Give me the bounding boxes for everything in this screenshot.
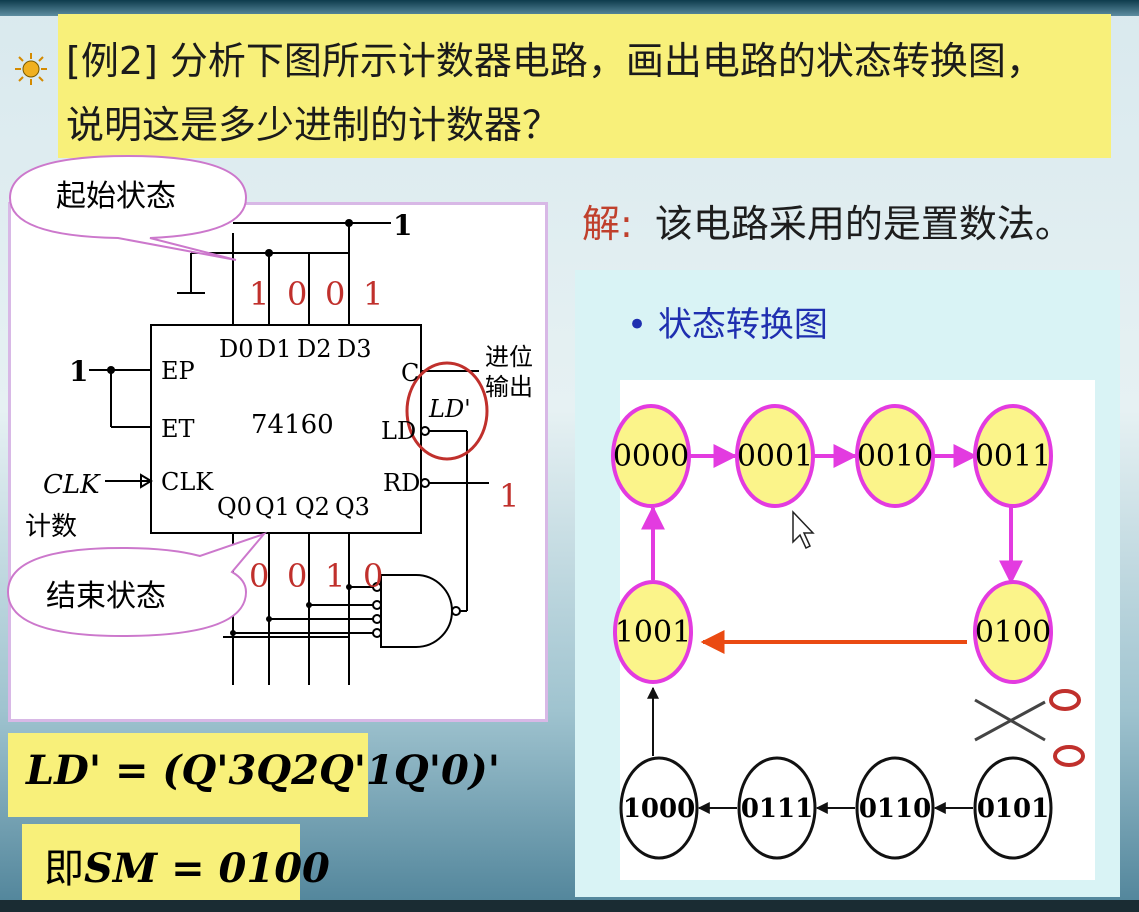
sm-formula-box: 即SM = 0100	[22, 824, 330, 900]
chip-label: 74160	[251, 410, 334, 440]
d1-value: 0	[287, 275, 307, 313]
pin-d0: D0	[219, 335, 254, 363]
q3-value: 0	[363, 557, 383, 595]
solution-label: 解:	[582, 202, 633, 246]
state-0111: 0111	[741, 794, 813, 824]
state-diagram-title: • 状态转换图	[627, 305, 828, 345]
sm-formula: 即SM = 0100	[44, 836, 330, 894]
pin-q0: Q0	[217, 493, 252, 521]
pin-clk: CLK	[161, 468, 214, 496]
state-1001: 1001	[615, 615, 691, 650]
state-0001: 0001	[737, 439, 813, 474]
sm-prefix: 即	[44, 846, 84, 892]
top-bar	[0, 0, 1139, 16]
scissors-icon	[974, 689, 1085, 767]
solution-body: 该电路采用的是置数法。	[654, 202, 1073, 246]
start-state-text: 起始状态	[56, 179, 176, 214]
ep-input-one: 1	[69, 355, 88, 388]
ld-formula: LD' = (Q'3Q2Q'1Q'0)'	[26, 747, 500, 794]
top-one: 1	[393, 209, 412, 242]
state-0011: 0011	[975, 439, 1051, 474]
pin-q1: Q1	[255, 493, 290, 521]
state-diagram-panel: • 状态转换图 0000 0001 0010	[575, 270, 1120, 897]
state-0110: 0110	[859, 794, 931, 824]
pin-d1: D1	[257, 335, 292, 363]
state-1000: 1000	[623, 794, 695, 824]
pin-et: ET	[161, 415, 195, 443]
clk-input-label: CLK	[43, 470, 101, 500]
mouse-cursor-icon	[792, 510, 815, 550]
pin-ld: LD	[381, 417, 416, 445]
bottom-bar	[0, 900, 1139, 912]
solution-text: 解: 该电路采用的是置数法。	[582, 193, 1073, 248]
d3-value: 1	[363, 275, 383, 313]
rd-one: 1	[499, 477, 519, 515]
state-0101: 0101	[977, 794, 1049, 824]
sm-value: SM = 0100	[84, 845, 330, 892]
start-state-bubble: 起始状态	[8, 154, 248, 261]
q2-value: 1	[325, 557, 345, 595]
q0-value: 0	[249, 557, 269, 595]
pin-q2: Q2	[295, 493, 330, 521]
count-label: 计数	[25, 512, 77, 542]
ld-prime-label: LD'	[428, 395, 471, 423]
pin-ep: EP	[161, 357, 195, 385]
q1-value: 0	[287, 557, 307, 595]
ld-formula-box: LD' = (Q'3Q2Q'1Q'0)'	[8, 733, 500, 817]
carry-label-1: 进位	[485, 343, 533, 371]
d2-value: 0	[325, 275, 345, 313]
state-0100: 0100	[975, 615, 1051, 650]
pin-d3: D3	[337, 335, 372, 363]
d0-value: 1	[249, 275, 269, 313]
question-line-1: [例2] 分析下图所示计数器电路，画出电路的状态转换图，	[66, 39, 1044, 83]
question-box: [例2] 分析下图所示计数器电路，画出电路的状态转换图， 说明这是多少进制的计数…	[58, 14, 1111, 158]
question-line-2: 说明这是多少进制的计数器？	[66, 103, 561, 147]
pin-rd: RD	[383, 469, 420, 497]
state-0000: 0000	[613, 439, 689, 474]
end-state-bubble: 结束状态	[6, 531, 268, 638]
pin-c: C	[401, 359, 419, 387]
carry-label-2: 输出	[485, 373, 533, 401]
pin-q3: Q3	[335, 493, 370, 521]
state-0010: 0010	[857, 439, 933, 474]
pin-d2: D2	[297, 335, 332, 363]
sun-bullet-icon	[15, 53, 47, 85]
end-state-text: 结束状态	[46, 579, 166, 614]
